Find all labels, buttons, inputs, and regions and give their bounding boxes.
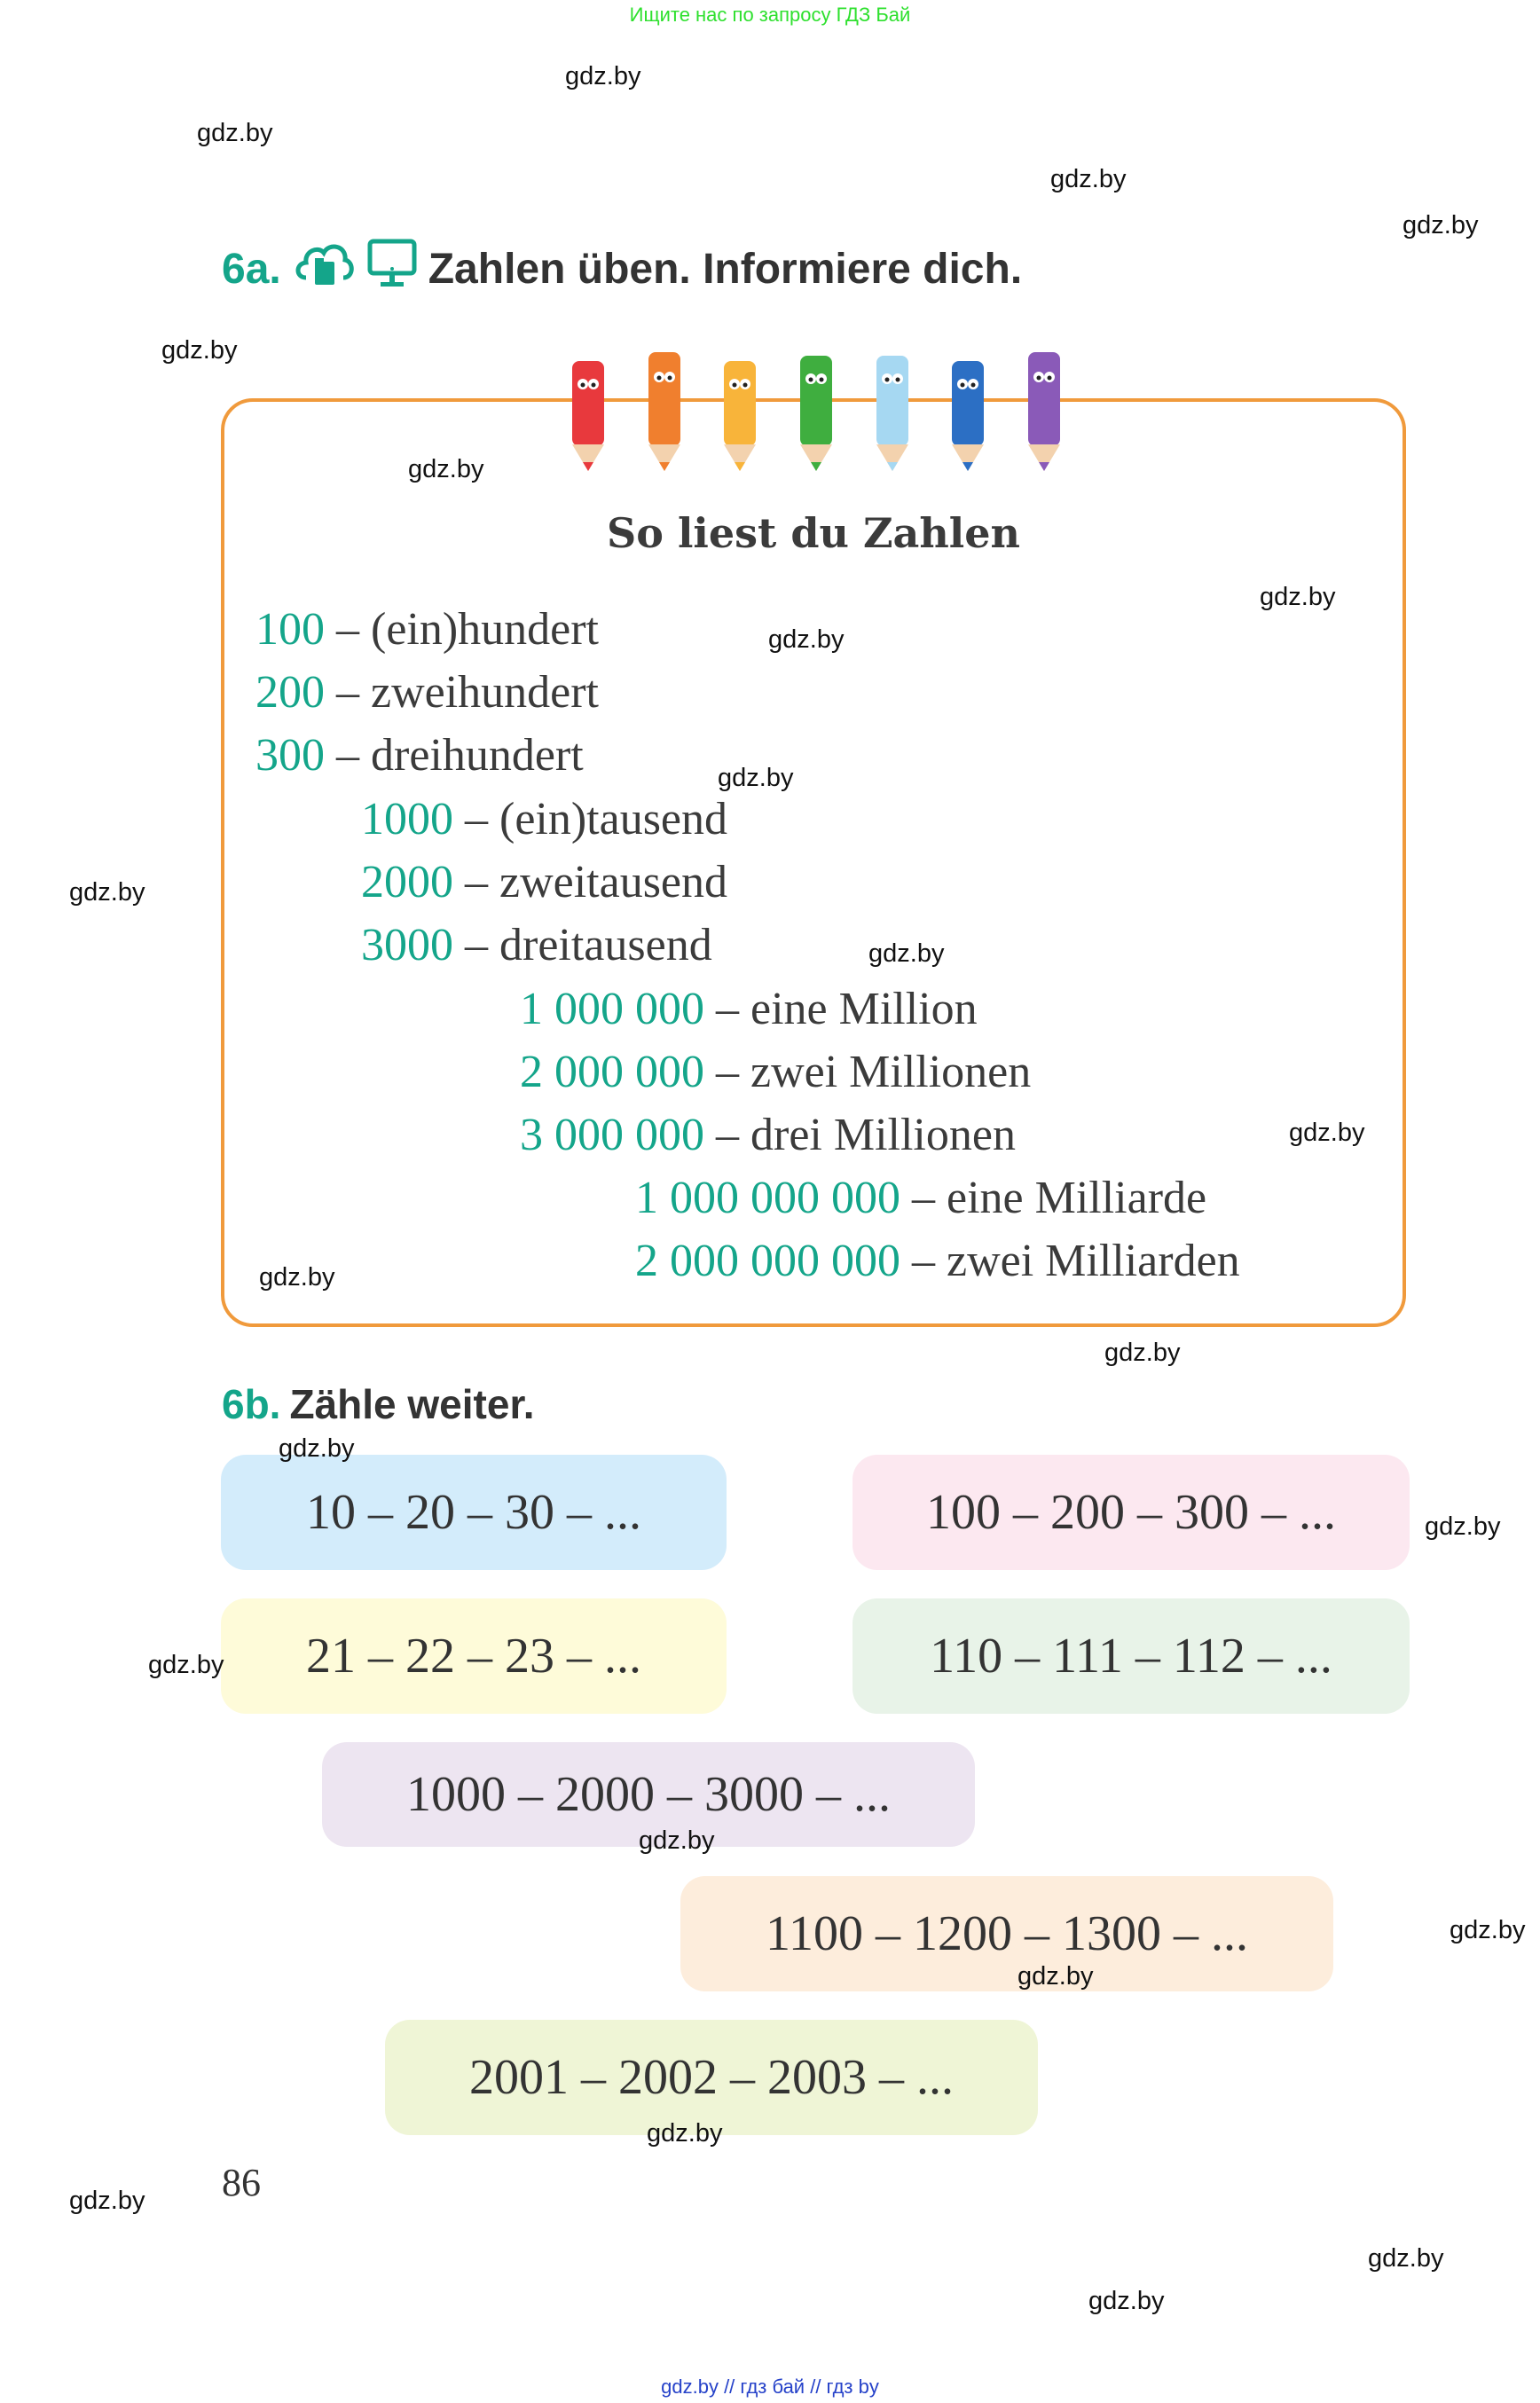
- exercise-6a-title: 6a. Zahlen üben. Informiere dich.: [222, 238, 1022, 300]
- exercise-title-text: Zähle weiter.: [289, 1381, 535, 1427]
- sequence-card: 110 – 111 – 112 – ...: [852, 1598, 1410, 1714]
- watermark: gdz.by: [69, 878, 145, 907]
- sequence-card: 1100 – 1200 – 1300 – ...: [680, 1876, 1333, 1991]
- pencil-blue-icon: [952, 361, 985, 471]
- number-row: 300 – dreihundert: [255, 729, 584, 781]
- row-number: 300: [255, 730, 325, 781]
- page-number: 86: [222, 2161, 261, 2204]
- row-number: 2 000 000: [520, 1047, 704, 1097]
- exercise-number: 6a.: [222, 245, 281, 293]
- watermark: gdz.by: [148, 1651, 224, 1679]
- row-number: 1 000 000: [520, 984, 704, 1034]
- row-word: dreihundert: [371, 730, 584, 781]
- row-dash: –: [325, 730, 371, 781]
- pencil-orange-icon: [648, 352, 680, 471]
- row-dash: –: [453, 857, 499, 907]
- exercise-number: 6b.: [222, 1381, 281, 1427]
- row-word: (ein)tausend: [499, 794, 728, 844]
- watermark: gdz.by: [565, 62, 641, 90]
- row-number: 2000: [361, 857, 453, 907]
- row-number: 3 000 000: [520, 1110, 704, 1160]
- row-word: (ein)hundert: [371, 604, 600, 655]
- row-word: dreitausend: [499, 920, 712, 970]
- row-word: drei Millionen: [750, 1110, 1016, 1160]
- row-number: 200: [255, 667, 325, 718]
- row-number: 100: [255, 604, 325, 655]
- watermark: gdz.by: [408, 455, 484, 483]
- row-number: 1000: [361, 794, 453, 844]
- row-word: zweitausend: [499, 857, 728, 907]
- number-row: 2 000 000 – zwei Millionen: [520, 1046, 1031, 1098]
- pencil-purple-icon: [1028, 352, 1061, 471]
- row-word: eine Milliarde: [947, 1173, 1207, 1223]
- watermark: gdz.by: [639, 1826, 715, 1855]
- number-row: 3000 – dreitausend: [361, 919, 712, 971]
- footer-links: gdz.by // гдз бай // гдз by: [661, 2376, 879, 2398]
- row-dash: –: [704, 1110, 750, 1160]
- sequence-card: 10 – 20 – 30 – ...: [221, 1455, 727, 1570]
- pencil-green-icon: [799, 356, 832, 471]
- row-dash: –: [900, 1173, 947, 1223]
- row-dash: –: [704, 984, 750, 1034]
- row-word: zwei Milliarden: [947, 1236, 1240, 1286]
- row-number: 1 000 000 000: [635, 1173, 900, 1223]
- row-number: 3000: [361, 920, 453, 970]
- watermark: gdz.by: [1289, 1119, 1365, 1147]
- pencil-lightblue-icon: [876, 356, 908, 471]
- watermark: gdz.by: [647, 2119, 723, 2148]
- watermark: gdz.by: [1018, 1962, 1094, 1991]
- watermark: gdz.by: [69, 2187, 145, 2215]
- number-row: 1 000 000 – eine Million: [520, 983, 978, 1035]
- watermark: gdz.by: [279, 1434, 355, 1463]
- row-word: zwei Millionen: [750, 1047, 1032, 1097]
- pencil-yellow-icon: [724, 361, 757, 471]
- watermark: gdz.by: [1104, 1339, 1181, 1367]
- watermark: gdz.by: [1050, 165, 1127, 193]
- watermark: gdz.by: [868, 939, 945, 968]
- box-heading: So liest du Zahlen: [607, 509, 1020, 557]
- number-row: 1 000 000 000 – eine Milliarde: [635, 1172, 1206, 1224]
- watermark: gdz.by: [259, 1263, 335, 1292]
- number-row: 2 000 000 000 – zwei Milliarden: [635, 1235, 1240, 1287]
- watermark: gdz.by: [1368, 2244, 1444, 2273]
- number-row: 2000 – zweitausend: [361, 856, 727, 908]
- number-row: 200 – zweihundert: [255, 666, 599, 719]
- watermark: gdz.by: [161, 336, 238, 365]
- exercise-6b-title: 6b. Zähle weiter.: [222, 1380, 535, 1428]
- number-row: 1000 – (ein)tausend: [361, 793, 727, 845]
- number-row: 3 000 000 – drei Millionen: [520, 1109, 1016, 1161]
- row-word: eine Million: [750, 984, 978, 1034]
- row-word: zweihundert: [371, 667, 600, 718]
- exercise-title-text: Zahlen üben. Informiere dich.: [428, 245, 1023, 293]
- watermark: gdz.by: [718, 764, 794, 792]
- sequence-card: 1000 – 2000 – 3000 – ...: [322, 1742, 975, 1847]
- row-dash: –: [900, 1236, 947, 1286]
- cloud-folder-icon: [294, 239, 356, 299]
- pencils-illustration: [550, 335, 1082, 473]
- watermark: gdz.by: [768, 625, 845, 654]
- sequence-card: 2001 – 2002 – 2003 – ...: [385, 2020, 1038, 2135]
- pencil-red-icon: [571, 361, 604, 471]
- row-dash: –: [453, 920, 499, 970]
- watermark: gdz.by: [1402, 211, 1479, 240]
- row-dash: –: [325, 667, 371, 718]
- watermark: gdz.by: [1425, 1512, 1501, 1541]
- sequence-card: 100 – 200 – 300 – ...: [852, 1455, 1410, 1570]
- sequence-card: 21 – 22 – 23 – ...: [221, 1598, 727, 1714]
- row-dash: –: [453, 794, 499, 844]
- row-dash: –: [704, 1047, 750, 1097]
- watermark: gdz.by: [197, 119, 273, 147]
- row-dash: –: [325, 604, 371, 655]
- watermark: gdz.by: [1450, 1916, 1526, 1944]
- watermark: gdz.by: [1088, 2287, 1165, 2315]
- number-row: 100 – (ein)hundert: [255, 603, 599, 656]
- top-banner: Ищите нас по запросу ГДЗ Бай: [629, 4, 911, 26]
- row-number: 2 000 000 000: [635, 1236, 900, 1286]
- computer-monitor-icon: [366, 238, 418, 300]
- watermark: gdz.by: [1260, 583, 1336, 611]
